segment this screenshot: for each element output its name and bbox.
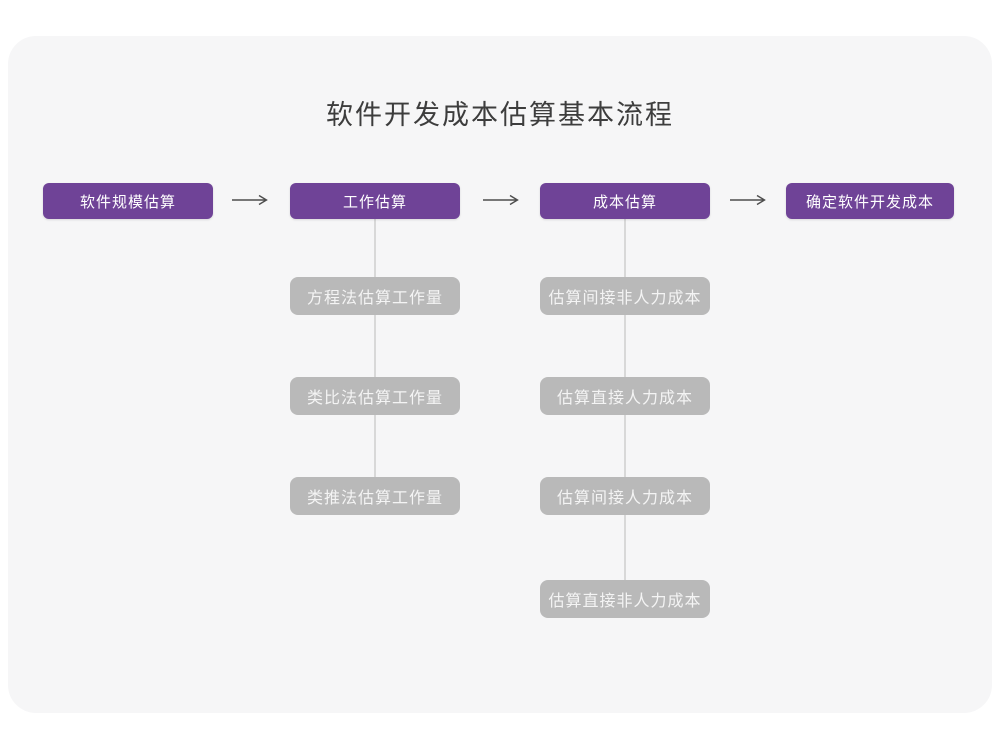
substep-direct-nonlabor-cost: 估算直接非人力成本 — [540, 580, 710, 618]
substep-extrapolation-method: 类推法估算工作量 — [290, 477, 460, 515]
diagram-card — [8, 36, 992, 713]
substep-equation-method: 方程法估算工作量 — [290, 277, 460, 315]
right-arrow-icon — [483, 194, 519, 206]
diagram-title: 软件开发成本估算基本流程 — [326, 100, 674, 130]
flow-node-work-estimation: 工作估算 — [290, 183, 460, 219]
right-arrow-icon — [232, 194, 268, 206]
connector-line-work-estimation — [374, 219, 376, 478]
substep-indirect-labor-cost: 估算间接人力成本 — [540, 477, 710, 515]
right-arrow-icon — [730, 194, 766, 206]
flow-node-determine-development-cost: 确定软件开发成本 — [786, 183, 954, 219]
flow-node-software-scale-estimation: 软件规模估算 — [43, 183, 213, 219]
substep-direct-labor-cost: 估算直接人力成本 — [540, 377, 710, 415]
substep-analogy-method: 类比法估算工作量 — [290, 377, 460, 415]
substep-indirect-nonlabor-cost: 估算间接非人力成本 — [540, 277, 710, 315]
flow-node-cost-estimation: 成本估算 — [540, 183, 710, 219]
